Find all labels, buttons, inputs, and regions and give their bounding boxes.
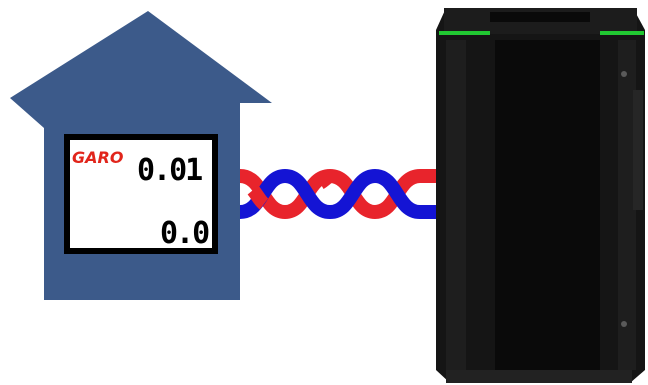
meter-reading-top: 0.01 <box>137 153 202 188</box>
charger-side-handle <box>633 90 643 210</box>
charger-green-light-right <box>600 31 644 35</box>
cable-red-overlap-1 <box>320 176 330 183</box>
garo-logo: GARO <box>72 148 124 167</box>
energy-meter: GARO 0.01 0.0 <box>64 134 218 254</box>
ev-charger-icon <box>436 8 645 383</box>
meter-reading-bottom: 0.0 <box>160 216 209 251</box>
twisted-cable-icon <box>240 176 437 212</box>
charger-left-edge <box>446 40 466 370</box>
charger-screw-bottom <box>621 321 627 327</box>
charger-front-panel <box>495 40 600 370</box>
charger-base <box>446 370 632 383</box>
charger-green-light-left <box>439 31 490 35</box>
charger-top-slot <box>490 12 590 22</box>
cable-red-overlap-2 <box>253 190 264 204</box>
charger-screw-top <box>621 71 627 77</box>
